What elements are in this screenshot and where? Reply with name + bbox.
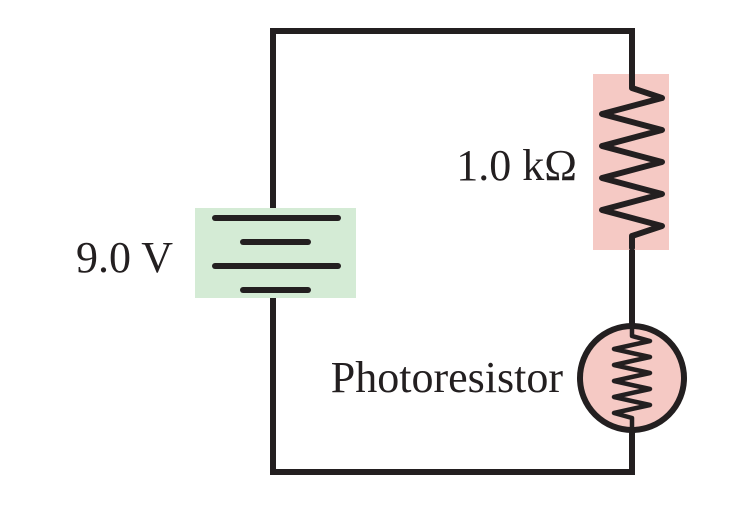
battery-label: 9.0 V bbox=[76, 233, 173, 282]
circuit-wires bbox=[270, 28, 635, 475]
resistor-zigzag bbox=[599, 71, 665, 251]
battery-highlight bbox=[195, 208, 356, 298]
photoresistor: Photoresistor bbox=[331, 321, 687, 435]
photoresistor-zigzag bbox=[611, 321, 653, 435]
resistor: 1.0 kΩ bbox=[456, 71, 669, 251]
left-wire-bottom bbox=[270, 289, 635, 475]
photoresistor-label: Photoresistor bbox=[331, 353, 564, 402]
left-wire-top bbox=[270, 28, 635, 215]
battery: 9.0 V bbox=[76, 208, 356, 298]
resistor-label: 1.0 kΩ bbox=[456, 141, 577, 190]
